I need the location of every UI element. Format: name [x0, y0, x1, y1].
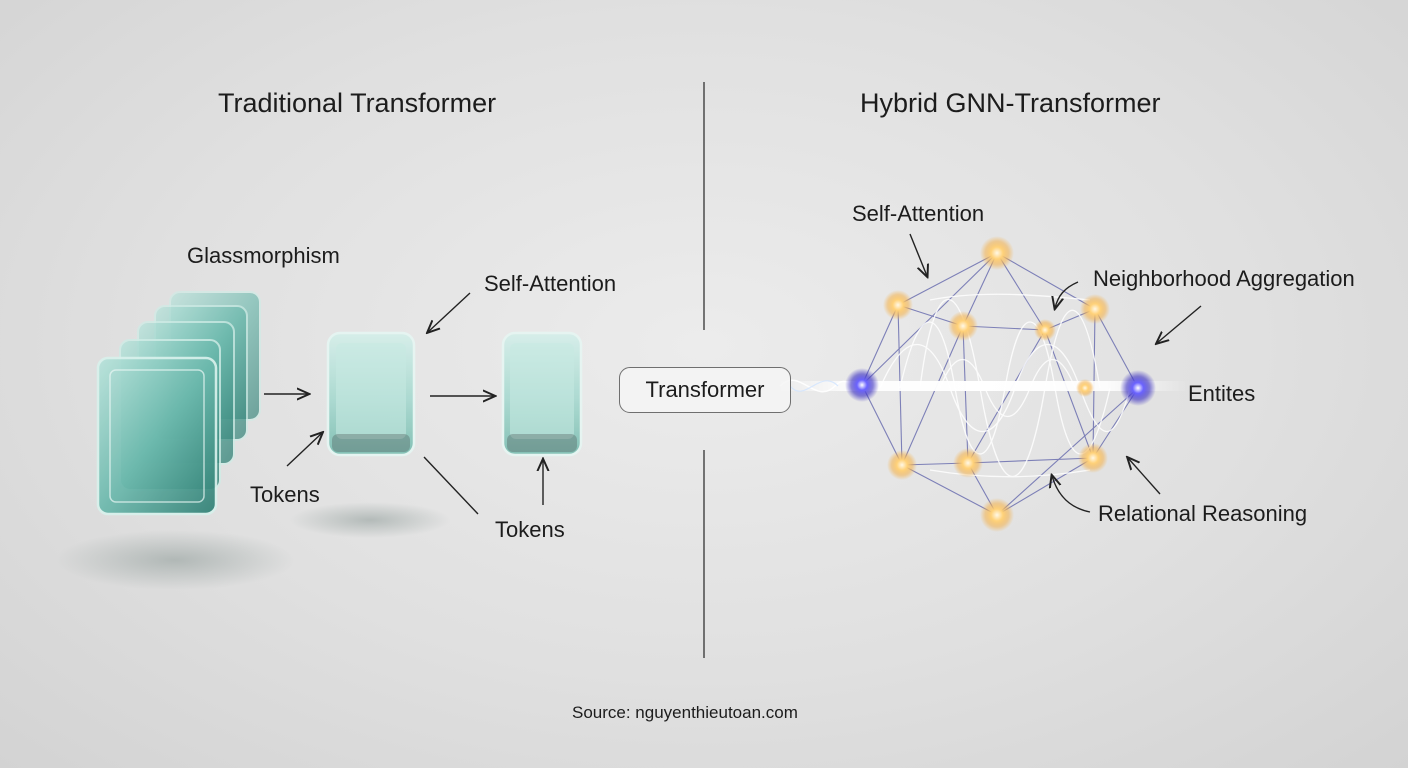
right-title: Hybrid GNN-Transformer — [860, 88, 1161, 118]
arrow-neighborhood — [1055, 281, 1079, 308]
cube-shadow — [290, 502, 450, 538]
glass-token-stack — [96, 291, 261, 516]
arrow-relational-right — [1128, 458, 1161, 495]
label-relational-reasoning: Relational Reasoning — [1098, 501, 1308, 526]
label-tokens-left: Tokens — [250, 482, 320, 507]
glass-cube-right — [501, 331, 583, 457]
label-glassmorphism: Glassmorphism — [187, 243, 340, 268]
label-tokens-right: Tokens — [495, 517, 565, 542]
gnn-graph — [770, 236, 1190, 532]
arrow-gnn-self-attention — [909, 233, 927, 276]
glass-cube-middle — [326, 331, 416, 457]
label-self-attention-left: Self-Attention — [484, 271, 617, 296]
label-entities: Entites — [1188, 381, 1256, 406]
label-self-attention-right: Self-Attention — [852, 201, 985, 226]
stack-shadow — [55, 530, 295, 590]
transformer-box: Transformer — [619, 367, 791, 413]
arrow-self-attention-left — [428, 292, 471, 332]
arrow-tokens-diagonal — [423, 456, 479, 515]
label-neighborhood-aggregation: Neighborhood Aggregation — [1093, 266, 1355, 291]
source-credit: Source: nguyenthieutoan.com — [572, 703, 798, 722]
left-title: Traditional Transformer — [218, 88, 497, 118]
arrow-tokens-left — [286, 433, 322, 467]
arrow-relational-left — [1052, 476, 1091, 513]
arrow-entities — [1157, 305, 1202, 343]
